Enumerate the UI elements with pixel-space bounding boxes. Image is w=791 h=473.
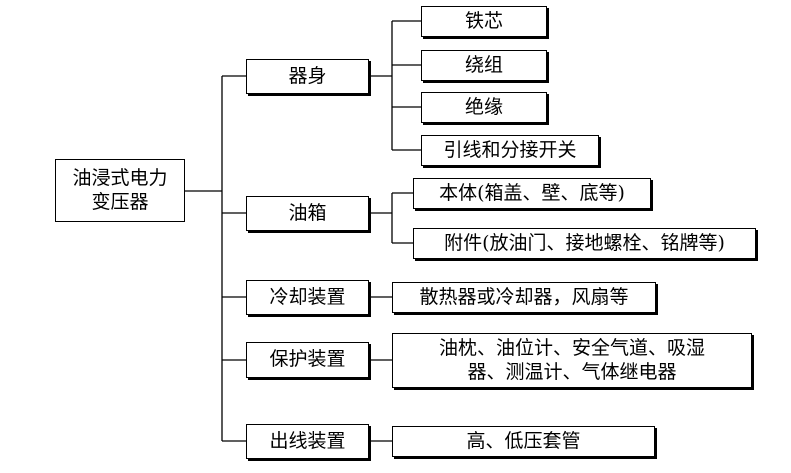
branch-label: 保护装置 <box>269 348 346 371</box>
branch-node-outlet: 出线装置 <box>246 424 369 459</box>
branch-label: 油箱 <box>288 201 327 224</box>
leaf-node-leads-tap-changer: 引线和分接开关 <box>421 135 599 166</box>
branch-node-tank: 油箱 <box>246 196 369 231</box>
branch-node-body: 器身 <box>246 59 369 94</box>
root-line-1: 油浸式电力 <box>72 166 168 189</box>
branch-node-cooling: 冷却装置 <box>246 280 369 315</box>
root-line-2: 变压器 <box>91 190 149 213</box>
leaf-node-protection-detail: 油枕、油位计、安全气道、吸湿 器、测温计、气体继电器 <box>392 333 752 388</box>
leaf-node-cooling-detail: 散热器或冷却器，风扇等 <box>392 282 656 313</box>
leaf-node-bushings: 高、低压套管 <box>392 426 655 457</box>
leaf-node-tank-body: 本体(箱盖、壁、底等) <box>413 178 651 209</box>
branch-node-protection: 保护装置 <box>246 342 369 378</box>
branch-label: 冷却装置 <box>269 285 346 308</box>
leaf-node-core: 铁芯 <box>421 6 547 37</box>
branch-label: 器身 <box>288 64 327 87</box>
leaf-node-tank-accessories: 附件(放油门、接地螺栓、铭牌等) <box>413 228 756 259</box>
leaf-node-insulation: 绝缘 <box>421 92 547 123</box>
root-node: 油浸式电力 变压器 <box>55 159 185 222</box>
branch-label: 出线装置 <box>269 429 346 452</box>
leaf-node-winding: 绕组 <box>421 50 547 81</box>
